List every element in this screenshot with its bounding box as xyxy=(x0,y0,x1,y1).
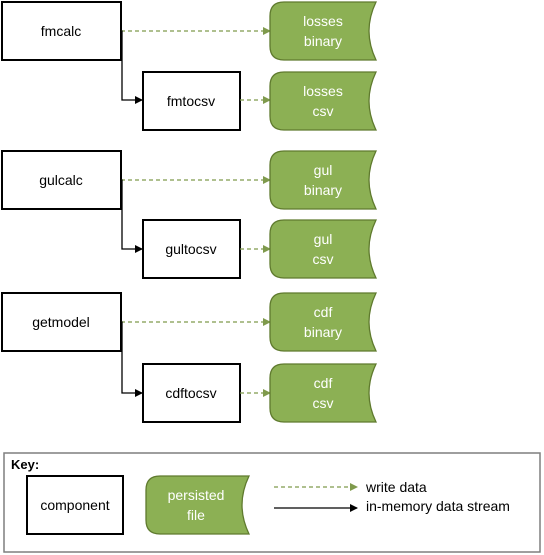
key-component-box xyxy=(26,475,124,535)
losses-binary-line2: binary xyxy=(304,33,342,49)
cdf-csv-line1: cdf xyxy=(314,375,333,391)
gulcalc-label: gulcalc xyxy=(39,172,83,188)
gul-csv-file: gul csv xyxy=(269,219,378,279)
key-write-label: write data xyxy=(365,479,427,495)
gul-csv-line1: gul xyxy=(314,231,333,247)
gul-binary-line2: binary xyxy=(304,182,342,198)
cdftocsv-component: cdftocsv xyxy=(142,363,241,423)
losses-binary-line1: losses xyxy=(303,13,343,29)
cdf-csv-file: cdf csv xyxy=(269,363,378,423)
fmcalc-label: fmcalc xyxy=(41,23,81,39)
getmodel-label: getmodel xyxy=(32,314,90,330)
fmcalc-component: fmcalc xyxy=(1,1,122,61)
getmodel-component: getmodel xyxy=(1,292,122,352)
stream-arrow-fmcalc-fmtocsv xyxy=(121,30,143,104)
stream-arrow-getmodel-cdftocsv xyxy=(121,321,143,397)
losses-binary-file: losses binary xyxy=(269,1,378,61)
key-component-label: component xyxy=(40,497,109,513)
key-file-line2: file xyxy=(187,507,205,523)
key-file-shape xyxy=(145,475,251,535)
losses-csv-line1: losses xyxy=(303,83,343,99)
cdf-binary-line2: binary xyxy=(304,324,342,340)
key-title: Key: xyxy=(11,457,39,472)
gulcalc-component: gulcalc xyxy=(1,150,122,210)
fmtocsv-component: fmtocsv xyxy=(142,71,241,131)
losses-csv-file: losses csv xyxy=(269,71,378,131)
gultocsv-component: gultocsv xyxy=(142,219,241,279)
cdf-binary-file: cdf binary xyxy=(269,292,378,352)
cdftocsv-label: cdftocsv xyxy=(165,385,216,401)
fmtocsv-label: fmtocsv xyxy=(167,93,215,109)
cdf-binary-line1: cdf xyxy=(314,304,333,320)
cdf-csv-line2: csv xyxy=(313,395,334,411)
gultocsv-label: gultocsv xyxy=(165,241,216,257)
gul-binary-file: gul binary xyxy=(269,150,378,210)
gul-binary-line1: gul xyxy=(314,162,333,178)
key-stream-label: in-memory data stream xyxy=(366,498,510,514)
losses-csv-line2: csv xyxy=(313,103,334,119)
gul-csv-line2: csv xyxy=(313,251,334,267)
key-panel: Key: component persisted file write data… xyxy=(3,452,541,553)
key-file-line1: persisted xyxy=(168,487,225,503)
stream-arrow-gulcalc-gultocsv xyxy=(121,179,143,253)
